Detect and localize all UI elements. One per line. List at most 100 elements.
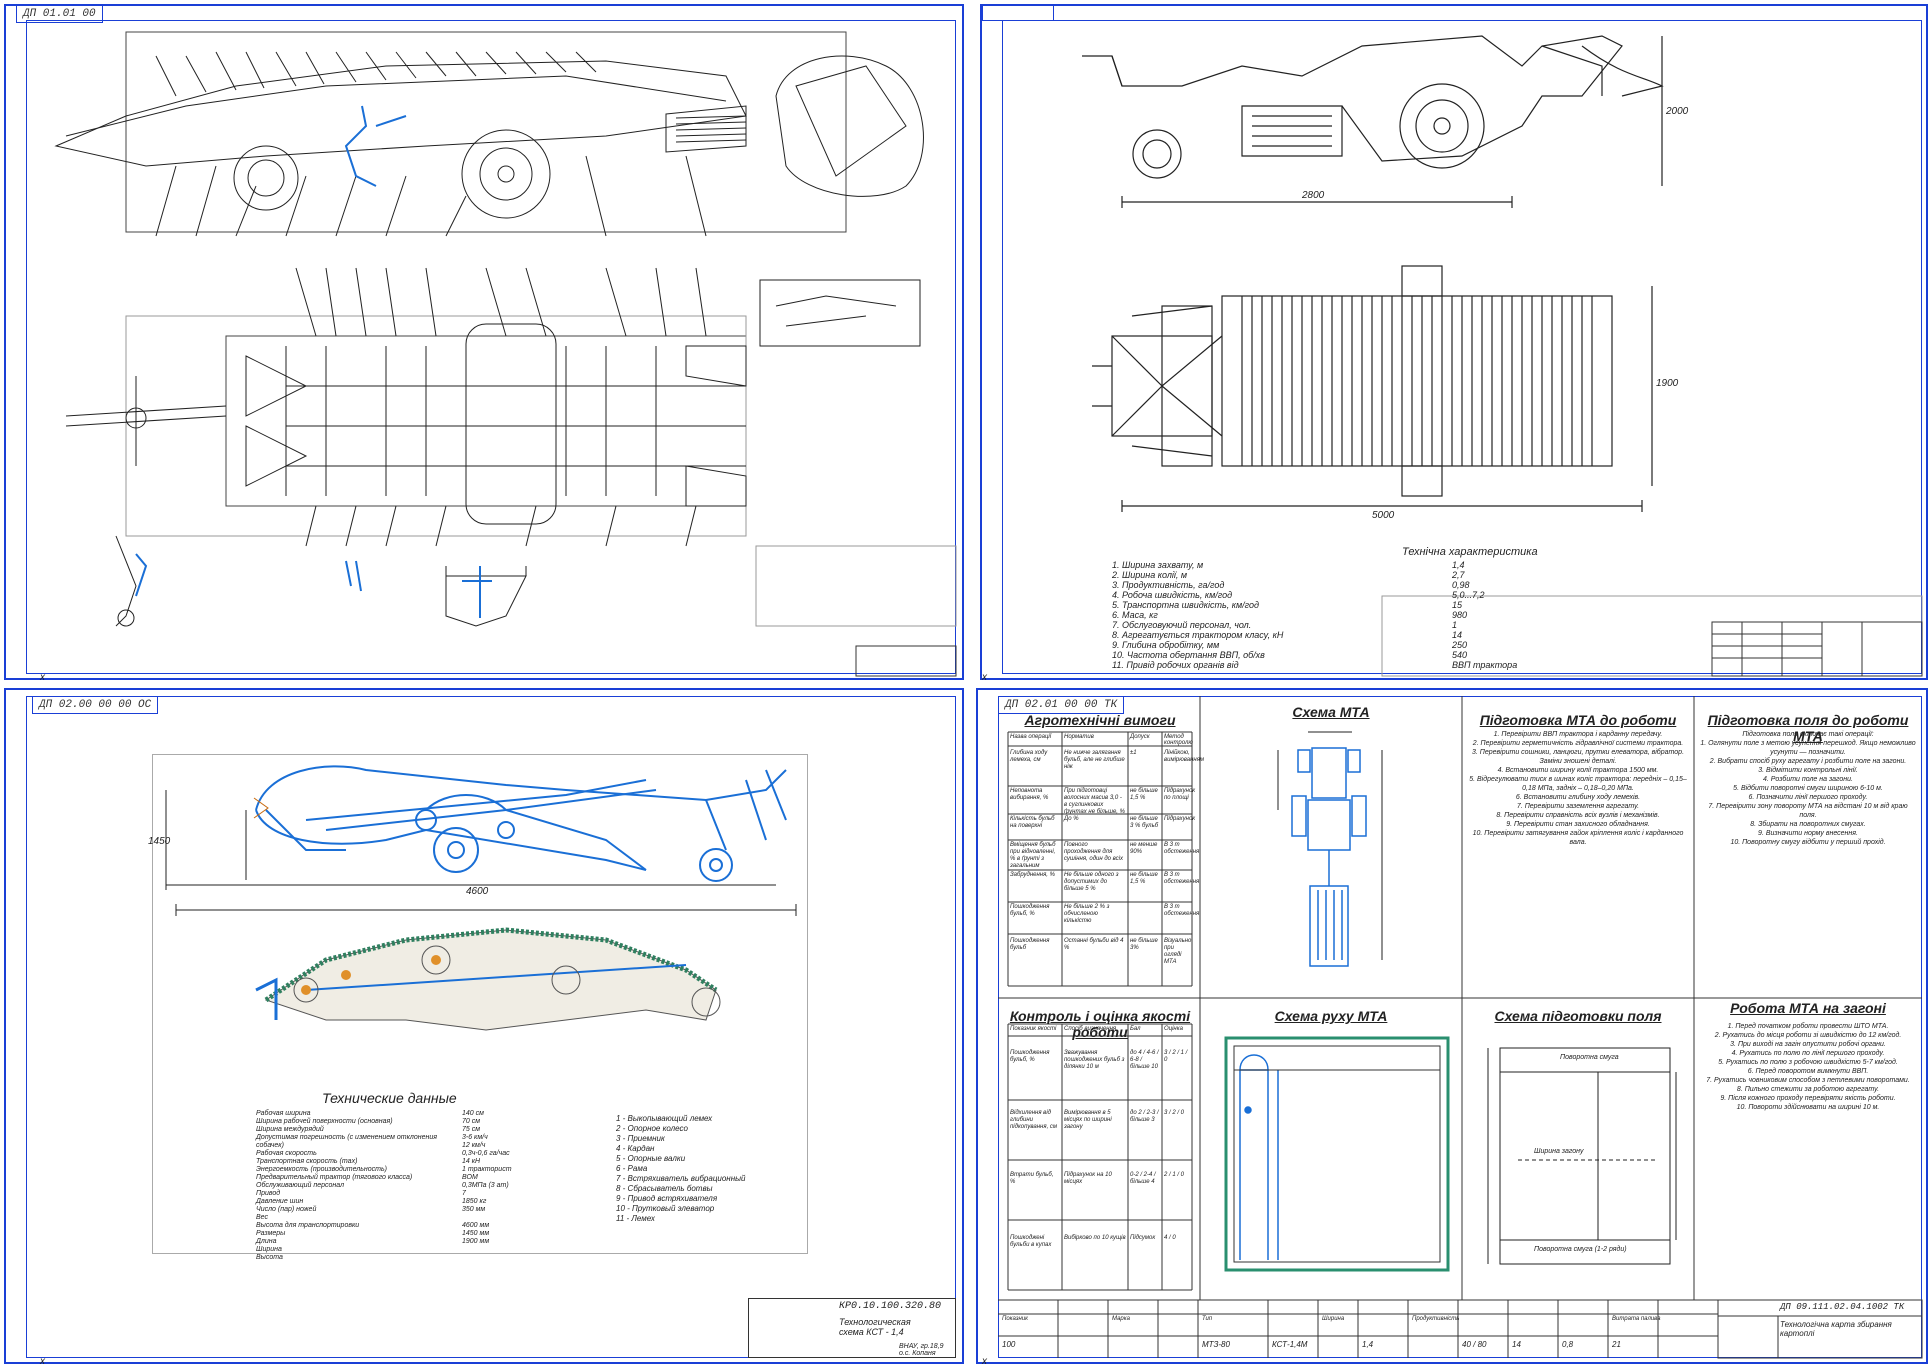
spec-line: Энергоемкость (производительность) bbox=[256, 1166, 388, 1173]
bottom-value: МТЗ-80 bbox=[1202, 1340, 1230, 1349]
drawing-frame bbox=[998, 696, 1922, 1358]
drawing-code: КР0.10.100.320.80 bbox=[839, 1301, 942, 1312]
spec-value: 1900 мм bbox=[462, 1238, 490, 1245]
field-prep-item: 7. Перевірити зону повороту МТА на відст… bbox=[1708, 803, 1908, 819]
quality-cell: Підсумок bbox=[1130, 1235, 1156, 1241]
sheet-bottom-left: ДП 02.00 00 00 ОС bbox=[4, 688, 964, 1364]
agro-header: Норматив bbox=[1064, 734, 1094, 740]
drawing-subtitle: ВНАУ, гр.18,9 о.с. Копаня bbox=[899, 1343, 944, 1357]
spec-value: 350 мм bbox=[462, 1206, 486, 1213]
tech-item: 1. Ширина захвату, м bbox=[1112, 560, 1204, 570]
legend-item: 8 - Сбрасыватель ботвы bbox=[616, 1184, 713, 1193]
bottom-value: КСТ-1,4М bbox=[1272, 1340, 1308, 1349]
agro-cell: Не більше одного з допустимих до більше … bbox=[1064, 872, 1119, 892]
field-prep-item: Підготовка поля включає такі операції: bbox=[1742, 731, 1874, 738]
legend-item: 7 - Встряхиватель вибрационный bbox=[616, 1174, 746, 1183]
field-prep-item: 5. Відбити поворотні смуги шириною 6-10 … bbox=[1733, 785, 1883, 792]
spec-value: 14 кН bbox=[462, 1158, 481, 1165]
mta-work-item: 2. Рухатись до місця роботи зі швидкістю… bbox=[1714, 1032, 1902, 1039]
panel-title-quality: Контроль і оцінка якості роботи bbox=[1009, 1008, 1191, 1040]
agro-cell: Не більше 2 % з обчисленою кількістю bbox=[1064, 904, 1110, 924]
legend-item: 6 - Рама bbox=[616, 1164, 648, 1173]
mta-prep-item: 5. Відрегулювати тиск в шинах коліс трак… bbox=[1469, 776, 1687, 792]
legend-item: 1 - Выкопывающий лемех bbox=[616, 1114, 713, 1123]
quality-cell: 0-2 / 2-4 / більше 4 bbox=[1130, 1172, 1156, 1185]
tech-value: 1 bbox=[1452, 620, 1458, 630]
mta-prep-item: 4. Встановити ширину колії трактора 1500… bbox=[1497, 767, 1659, 774]
agro-cell: Останні бульби від 4 % bbox=[1064, 938, 1124, 951]
spec-line: Длина bbox=[256, 1238, 277, 1245]
agro-cell: не більше 1,5 % bbox=[1130, 872, 1158, 885]
mta-work-item: 3. При виході на загін опустити робочі о… bbox=[1730, 1041, 1886, 1048]
panel-title-mta-prep: Підготовка МТА до роботи bbox=[1479, 712, 1677, 728]
mta-work-item: 8. Пильно стежити за роботою агрегату. bbox=[1736, 1086, 1880, 1093]
drawing-code: ДП 09.111.02.04.1002 ТК bbox=[1780, 1302, 1905, 1312]
agro-cell: не менше 90% bbox=[1130, 842, 1158, 855]
bottom-header: Марка bbox=[1112, 1316, 1130, 1322]
corner-mark: x bbox=[982, 1356, 987, 1367]
title-block: КР0.10.100.320.80 Технологическая схема … bbox=[748, 1298, 956, 1358]
spec-line: Ширина рабочей поверхности (основная) bbox=[256, 1118, 393, 1125]
spec-value: 7 bbox=[462, 1190, 466, 1197]
mta-work-item: 10. Повороти здійснювати на ширині 10 м. bbox=[1736, 1104, 1880, 1111]
spec-line: Вес bbox=[256, 1214, 268, 1221]
field-prep-list: Підготовка поля включає такі операції: 1… bbox=[1700, 730, 1916, 847]
agro-cell: Лінійкою, вимірюванням bbox=[1164, 750, 1205, 763]
dim-width: 4600 bbox=[466, 886, 489, 897]
agro-cell: Не нижче залягання бульб, але не глибше … bbox=[1064, 750, 1125, 770]
quality-header: Спосіб визначення bbox=[1064, 1026, 1117, 1032]
mta-work-item: 5. Рухатись по полю з робочою швидкістю … bbox=[1718, 1059, 1898, 1066]
drawing-title: Технологическая схема КСТ - 1,4 bbox=[839, 1317, 911, 1337]
field-prep-item: 3. Відмітити контрольні лінії. bbox=[1758, 767, 1858, 774]
quality-cell: Втрати бульб, % bbox=[1010, 1172, 1054, 1185]
mta-work-item: 6. Перед поворотом вимкнути ВВП. bbox=[1747, 1068, 1869, 1075]
field-label-bottom: Поворотна смуга (1-2 ряди) bbox=[1534, 1246, 1627, 1253]
spec-value: 75 см bbox=[462, 1126, 481, 1133]
mta-prep-item: 8. Перевірити справність всіх вузлів і м… bbox=[1496, 812, 1660, 819]
agro-cell: Глибина ходу лемеха, см bbox=[1010, 750, 1048, 763]
quality-cell: 2 / 1 / 0 bbox=[1164, 1172, 1185, 1178]
dim-bottom: 5000 bbox=[1372, 510, 1395, 521]
agro-cell: ±1 bbox=[1130, 750, 1137, 756]
spec-value: 0,3ч-0,6 га/час bbox=[462, 1150, 510, 1157]
quality-cell: до 2 / 2-3 / більше 3 bbox=[1130, 1110, 1159, 1123]
sheet-tag: ДП 02.00 00 00 ОС bbox=[32, 696, 159, 714]
spec-value: 140 см bbox=[462, 1110, 484, 1117]
tech-value: 0,98 bbox=[1452, 580, 1470, 590]
mta-prep-item: 6. Встановити глибину ходу лемехів. bbox=[1515, 794, 1641, 801]
agro-cell: В 3 т обстеження bbox=[1164, 872, 1200, 885]
panel-title-mta-work: Робота МТА на загоні bbox=[1730, 1000, 1886, 1016]
tech-item: 5. Транспортна швидкість, км/год bbox=[1112, 600, 1259, 610]
tech-value: 15 bbox=[1452, 600, 1463, 610]
corner-mark: x bbox=[40, 672, 45, 683]
spec-line: Давление шин bbox=[256, 1198, 304, 1205]
agro-cell: не більше 3% bbox=[1130, 938, 1158, 951]
legend-list: 1 - Выкопывающий лемех 2 - Опорное колес… bbox=[616, 1114, 796, 1224]
agro-header: Допуск bbox=[1130, 734, 1150, 740]
field-prep-item: 9. Визначити норму внесення. bbox=[1758, 830, 1858, 837]
spec-lines: Рабочая ширина Ширина рабочей поверхност… bbox=[256, 1110, 456, 1262]
spec-line: Предварительный трактор (тягового класса… bbox=[256, 1174, 413, 1181]
drawing-frame bbox=[1002, 20, 1922, 674]
tech-item: 11. Привід робочих органів від bbox=[1112, 660, 1239, 670]
tech-values: 1,4 2,7 0,98 5,0...7,2 15 980 1 14 250 5… bbox=[1452, 560, 1572, 670]
spec-line: Обслуживающий персонал bbox=[256, 1182, 345, 1189]
spec-value: ВОМ bbox=[462, 1174, 478, 1181]
legend-item: 4 - Кардан bbox=[616, 1144, 655, 1153]
quality-cell: Вимірювання в 5 місцях по ширині загону bbox=[1064, 1110, 1112, 1130]
tech-data-title: Технические данные bbox=[322, 1090, 457, 1106]
spec-value: 1450 мм bbox=[462, 1230, 490, 1237]
mta-prep-item: 9. Перевірити стан захисного обладнання. bbox=[1506, 821, 1650, 828]
spec-value: 0,3МПа (3 ат) bbox=[462, 1182, 509, 1189]
mta-work-list: 1. Перед початком роботи провести ШТО МТ… bbox=[1700, 1022, 1916, 1112]
field-prep-item: 2. Вибрати спосіб руху агрегату і розбит… bbox=[1709, 758, 1907, 765]
agro-cell: Кількість бульб на поверхні bbox=[1010, 816, 1055, 829]
spec-line: Число (пар) ножей bbox=[256, 1206, 317, 1213]
tech-item: 6. Маса, кг bbox=[1112, 610, 1158, 620]
bottom-header: Показник bbox=[1002, 1316, 1028, 1322]
agro-cell: При підготовці волосних масив 3,0 - в су… bbox=[1064, 788, 1125, 815]
mta-prep-item: 2. Перевірити герметичність гідравлічної… bbox=[1472, 740, 1684, 747]
bottom-header: Продуктивність bbox=[1412, 1316, 1460, 1322]
spec-value: 1850 кг bbox=[462, 1198, 487, 1205]
spec-line: Ширина bbox=[256, 1246, 282, 1253]
